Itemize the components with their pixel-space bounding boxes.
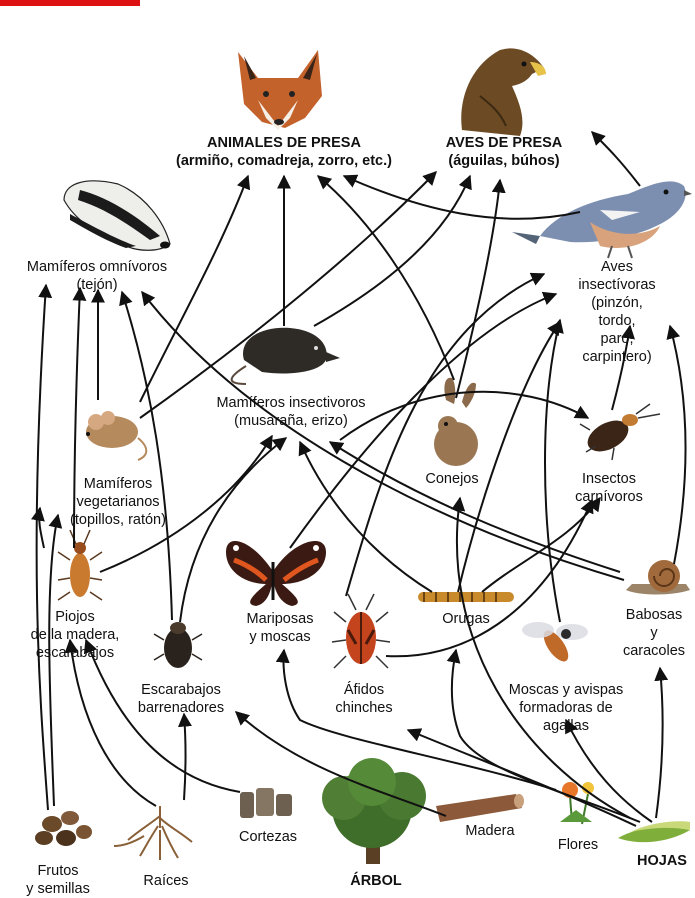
label-insectos-carnivoros: Insectos carnívoros xyxy=(566,470,652,506)
label-afidos: Áfidos chinches xyxy=(335,681,392,717)
label-mamiferos-insectivoros: Mamíferos insectivoros (musaraña, erizo) xyxy=(216,394,365,430)
bug-icon xyxy=(332,594,390,668)
woodlouse-icon xyxy=(58,530,102,600)
shrew-icon xyxy=(232,328,340,384)
arrow-frutos-omnivoros xyxy=(37,285,48,810)
rabbit-icon xyxy=(434,378,478,466)
label-piojos: Piojos de la madera, escarabajos xyxy=(31,608,120,662)
label-moscas-avispas: Moscas y avispas formadoras de agallas xyxy=(502,681,631,735)
label-aves-insectivoras: Aves insectívoras (pinzón, tordo, paro, … xyxy=(578,258,656,366)
finch-icon xyxy=(512,181,692,258)
butterfly-icon xyxy=(226,541,326,606)
label-cortezas: Cortezas xyxy=(239,828,297,846)
label-mariposas: Mariposas y moscas xyxy=(247,610,314,646)
label-raices: Raíces xyxy=(143,872,188,890)
eagle-icon xyxy=(461,48,546,136)
log-icon xyxy=(436,794,524,822)
label-mamiferos-omnivoros: Mamíferos omnívoros (tejón) xyxy=(27,258,167,294)
label-madera: Madera xyxy=(465,822,514,840)
leaves-icon xyxy=(618,821,690,842)
label-mamiferos-vegetarianos: Mamíferos vegetarianos (topillos, ratón) xyxy=(70,475,166,529)
seeds-icon xyxy=(35,811,92,846)
label-babosas: Babosas y caracoles xyxy=(623,606,685,660)
label-orugas: Orugas xyxy=(442,610,490,628)
bark-icon xyxy=(240,788,292,818)
bark-beetle-icon xyxy=(154,622,202,668)
wasp-icon xyxy=(522,622,588,665)
label-escarabajos-barrenadores: Escarabajos barrenadores xyxy=(138,681,224,717)
mouse-icon xyxy=(86,411,146,460)
fox-icon xyxy=(238,50,322,130)
label-aves-presa: AVES DE PRESA (águilas, búhos) xyxy=(446,134,563,170)
snail-icon xyxy=(626,560,690,595)
badger-icon xyxy=(64,181,170,250)
label-flores: Flores xyxy=(558,836,598,854)
label-hojas: HOJAS xyxy=(637,852,687,870)
label-arbol: ÁRBOL xyxy=(350,872,402,890)
roots-icon xyxy=(114,806,192,860)
label-frutos: Frutos y semillas xyxy=(26,862,90,898)
label-animales-presa: ANIMALES DE PRESA (armiño, comadreja, zo… xyxy=(176,134,392,170)
beetle-icon xyxy=(580,404,660,460)
label-conejos: Conejos xyxy=(425,470,478,488)
caterpillar-icon xyxy=(418,592,514,602)
